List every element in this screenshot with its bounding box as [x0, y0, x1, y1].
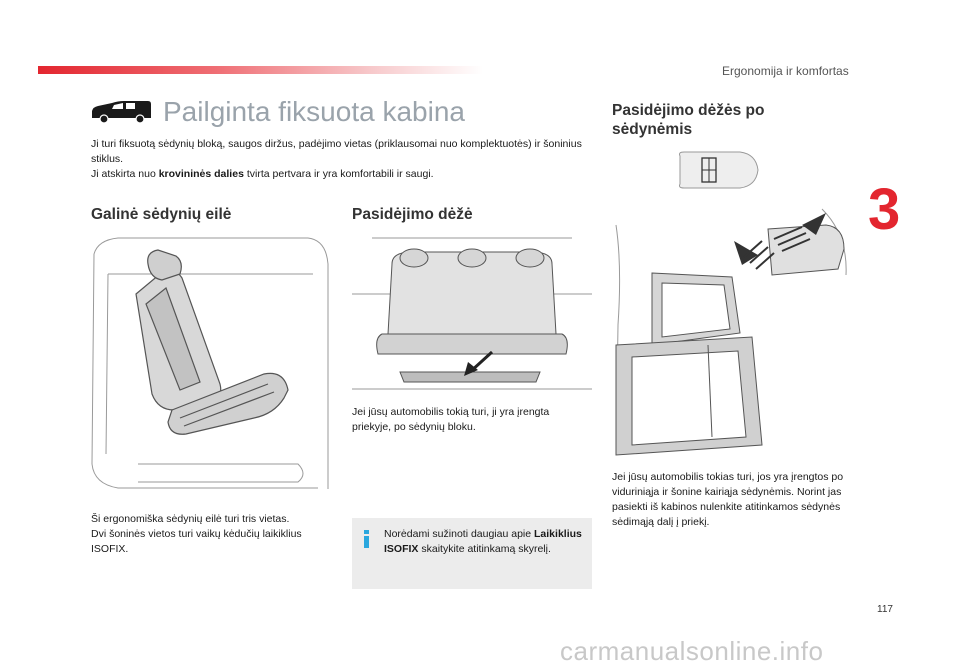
rear-seats-line-2: Dvi šoninės vietos turi vaikų kėdučių la…: [91, 528, 302, 555]
info-isofix-link: Laikiklius ISOFIX: [384, 528, 582, 555]
chapter-number: 3: [868, 177, 901, 242]
under-seat-text: Jei jūsų automobilis tokias turi, jos yr…: [612, 471, 844, 528]
section-header: Ergonomija ir komfortas: [722, 64, 849, 78]
under-seat-title-line-2: sėdynėmis: [612, 121, 693, 138]
rear-seats-title: Galinė sėdynių eilė: [91, 206, 232, 223]
header-color-bar: [38, 66, 483, 74]
page-number: 117: [877, 604, 893, 615]
intro-line-2: Ji atskirta nuo krovininės dalies tvirta…: [91, 167, 606, 182]
page-title: Pailginta fiksuota kabina: [163, 96, 465, 127]
under-seat-title: Pasidėjimo dėžės po sėdynėmis: [612, 101, 832, 139]
rear-seats-illustration: [88, 234, 332, 500]
rear-seats-text: Ši ergonomiška sėdynių eilė turi tris vi…: [91, 512, 331, 557]
info-post: skaitykite atitinkamą skyrelį.: [418, 542, 551, 555]
intro-line-1: Ji turi fiksuotą sėdynių bloką, saugos d…: [91, 138, 582, 165]
info-text: Norėdami sužinoti daugiau apie Laikikliu…: [384, 527, 589, 556]
storage-box-illustration: [352, 234, 592, 392]
under-seat-title-line-1: Pasidėjimo dėžės po: [612, 102, 765, 119]
rear-seats-line-1: Ši ergonomiška sėdynių eilė turi tris vi…: [91, 513, 290, 525]
watermark: carmanualsonline.info: [560, 636, 824, 666]
van-icon: [92, 101, 151, 124]
storage-title: Pasidėjimo dėžė: [352, 206, 473, 223]
info-icon: [364, 530, 369, 548]
under-seat-storage-illustration: [612, 205, 852, 460]
info-box: [352, 518, 592, 589]
intro-text: Ji atskirta nuo: [91, 168, 159, 180]
intro-text: tvirta pertvara ir yra komfortabili ir s…: [243, 168, 434, 180]
intro-paragraph: Ji turi fiksuotą sėdynių bloką, saugos d…: [91, 137, 606, 182]
vehicle-topview-icon: [679, 151, 759, 189]
info-pre: Norėdami sužinoti daugiau apie: [384, 528, 535, 540]
storage-text: Jei jūsų automobilis tokią turi, ji yra …: [352, 406, 550, 433]
intro-bold: krovininės dalies: [158, 168, 244, 180]
